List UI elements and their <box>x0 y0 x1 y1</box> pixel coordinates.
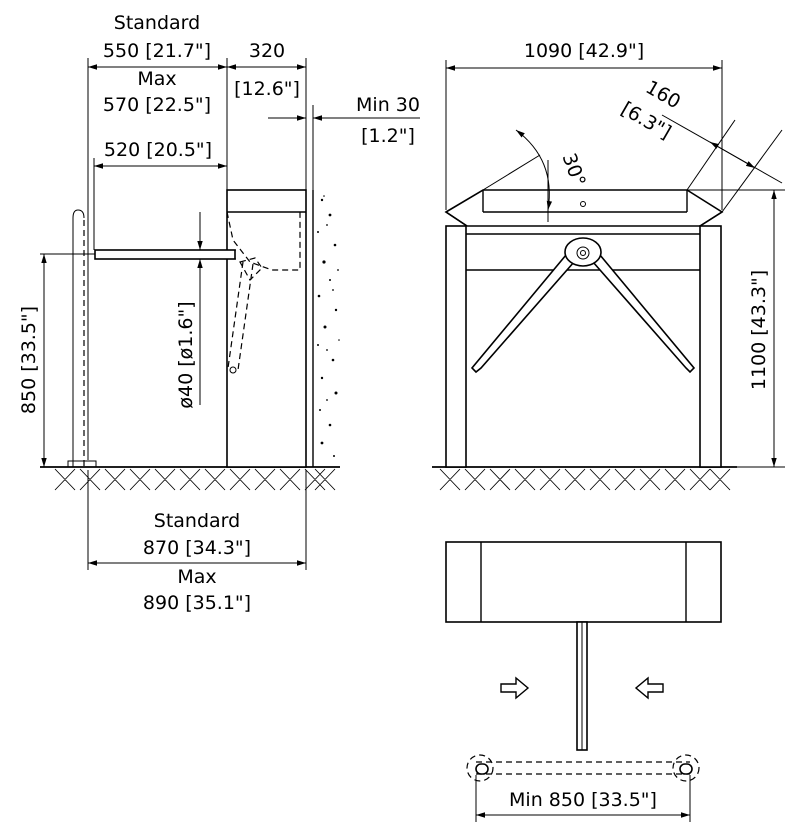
dim-320-label: 320 <box>249 40 285 62</box>
top-view: Min 850 [33.5"] <box>445 541 722 822</box>
side-left-post <box>72 209 85 467</box>
top-direction-arrow-left-icon <box>634 676 664 700</box>
dim-angle-label: 30° <box>558 150 590 189</box>
front-indicator-light <box>580 201 586 207</box>
side-post-base <box>67 460 97 468</box>
dim-160-label: 160 <box>642 76 684 113</box>
front-rotor-center <box>576 246 590 260</box>
dim-570-title: Max <box>137 68 176 90</box>
front-rotor-hub <box>564 237 602 267</box>
side-wall <box>312 190 340 467</box>
side-turnstile-body <box>226 189 307 468</box>
front-right-arm <box>591 253 696 374</box>
front-left-arm <box>470 253 576 374</box>
top-direction-arrow-right-icon <box>500 676 530 700</box>
dim-520-label: 520 [20.5"] <box>104 139 212 161</box>
front-right-leg <box>699 225 722 468</box>
side-hub-hidden <box>239 257 263 281</box>
top-housing <box>445 541 722 623</box>
front-left-leg <box>445 225 467 468</box>
dim-angle-arc <box>515 129 553 211</box>
side-mechanism-hidden <box>226 211 301 271</box>
dim-min30-label: Min 30 <box>356 94 420 116</box>
side-lower-arm <box>227 261 254 371</box>
dim-890-title: Max <box>177 566 216 588</box>
dim-320-inch-label: [12.6"] <box>234 78 300 100</box>
dim-870-label: 870 [34.3"] <box>143 537 251 559</box>
side-view: Standard 550 [21.7"] Max 570 [22.5"] 320… <box>18 12 420 614</box>
dim-550-title: Standard <box>114 12 200 34</box>
dim-850-label: 850 [33.5"] <box>18 306 40 414</box>
dim-160-line <box>709 141 756 169</box>
dim-1100-label: 1100 [43.3"] <box>748 270 770 390</box>
side-ground-hatch <box>54 468 336 491</box>
front-lid <box>444 189 724 227</box>
top-right-post-hidden <box>672 754 700 782</box>
front-view: 1090 [42.9"] 160 [6.3"] 30° 1100 [43.3"] <box>432 40 785 491</box>
front-ground-hatch <box>439 468 731 491</box>
dim-890-label: 890 [35.1"] <box>143 592 251 614</box>
top-arm-rotation-hidden <box>476 761 690 775</box>
dim-min30-inch-label: [1.2"] <box>361 125 415 147</box>
side-horizontal-arm <box>94 249 236 260</box>
dim-870-title: Standard <box>154 510 240 532</box>
top-left-post-hidden <box>466 754 494 782</box>
top-left-post <box>475 763 489 775</box>
top-right-post <box>679 763 693 775</box>
dim-min850-label: Min 850 [33.5"] <box>509 789 657 811</box>
dim-550-label: 550 [21.7"] <box>103 40 211 62</box>
dim-dia-label: ø40 [ø1.6"] <box>175 301 197 408</box>
dim-570-label: 570 [22.5"] <box>103 94 211 116</box>
side-lower-arm-end <box>229 366 237 374</box>
dim-1090-label: 1090 [42.9"] <box>524 40 644 62</box>
